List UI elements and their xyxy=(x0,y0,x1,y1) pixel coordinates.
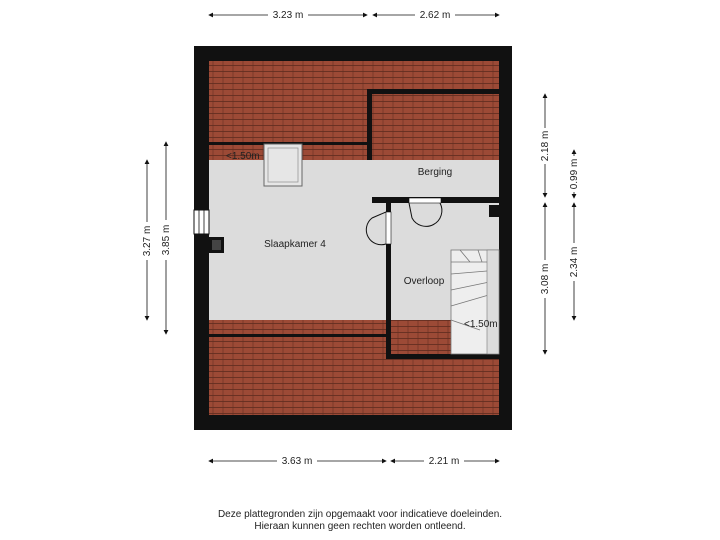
berging-floor xyxy=(372,160,499,198)
window-left-lines xyxy=(198,210,205,234)
stair-lines xyxy=(450,249,500,331)
room-label-slaapkamer: Slaapkamer 4 xyxy=(264,239,326,250)
dim-top-right: 2.62 m xyxy=(420,10,451,21)
dim-right-top: 2.18 m xyxy=(540,131,551,162)
chimney-inner xyxy=(212,240,221,250)
dim-bg-top-left xyxy=(268,8,308,21)
footer-note-line2: Hieraan kunnen geen rechten worden ontle… xyxy=(254,521,466,532)
berging-wall-left xyxy=(367,89,372,203)
skylight xyxy=(263,143,303,187)
dim-bg-right-far-top xyxy=(567,156,581,192)
door-berging-opening xyxy=(408,197,442,204)
overloop-bottom-wall xyxy=(386,354,499,359)
dim-bottom-right: 2.21 m xyxy=(429,456,460,467)
dim-bg-left-outer xyxy=(140,222,154,260)
dim-right-far-bottom: 2.34 m xyxy=(569,247,580,278)
dim-bg-top-right xyxy=(415,8,455,21)
door-slaapkamer xyxy=(365,211,387,246)
dim-bg-bottom-left xyxy=(277,454,317,467)
dim-bg-right-top xyxy=(538,128,552,164)
roof-tiles-top xyxy=(209,61,499,160)
door-slaapkamer-opening xyxy=(385,211,392,245)
room-label-overloop: Overloop xyxy=(404,276,445,287)
dim-left-inner: 3.85 m xyxy=(161,225,172,256)
right-block xyxy=(489,205,499,217)
dim-bg-right-far-bottom xyxy=(567,243,581,281)
height-mark-overloop: <1.50m xyxy=(464,319,498,330)
dim-bg-bottom-right xyxy=(424,454,464,467)
door-berging xyxy=(408,202,443,227)
overloop-wall xyxy=(386,203,391,359)
dim-right-bottom: 3.08 m xyxy=(540,264,551,295)
berging-wall xyxy=(367,89,499,94)
dim-bg-left-inner xyxy=(159,220,173,260)
slaapkamer-floor xyxy=(209,160,389,320)
height-mark-slaapkamer: <1.50m xyxy=(226,151,260,162)
skylight-inner xyxy=(267,147,299,183)
window-left xyxy=(193,209,210,235)
dim-bottom-left: 3.63 m xyxy=(282,456,313,467)
dim-top-left: 3.23 m xyxy=(273,10,304,21)
stair-rail xyxy=(486,249,500,355)
dim-left-outer: 3.27 m xyxy=(142,226,153,257)
dim-bg-right-bottom xyxy=(538,260,552,298)
dim-right-far-top: 0.99 m xyxy=(569,159,580,190)
room-label-berging: Berging xyxy=(418,167,452,178)
slope-line-bottom xyxy=(209,334,389,337)
footer-note-line1: Deze plattegronden zijn opgemaakt voor i… xyxy=(217,509,503,520)
